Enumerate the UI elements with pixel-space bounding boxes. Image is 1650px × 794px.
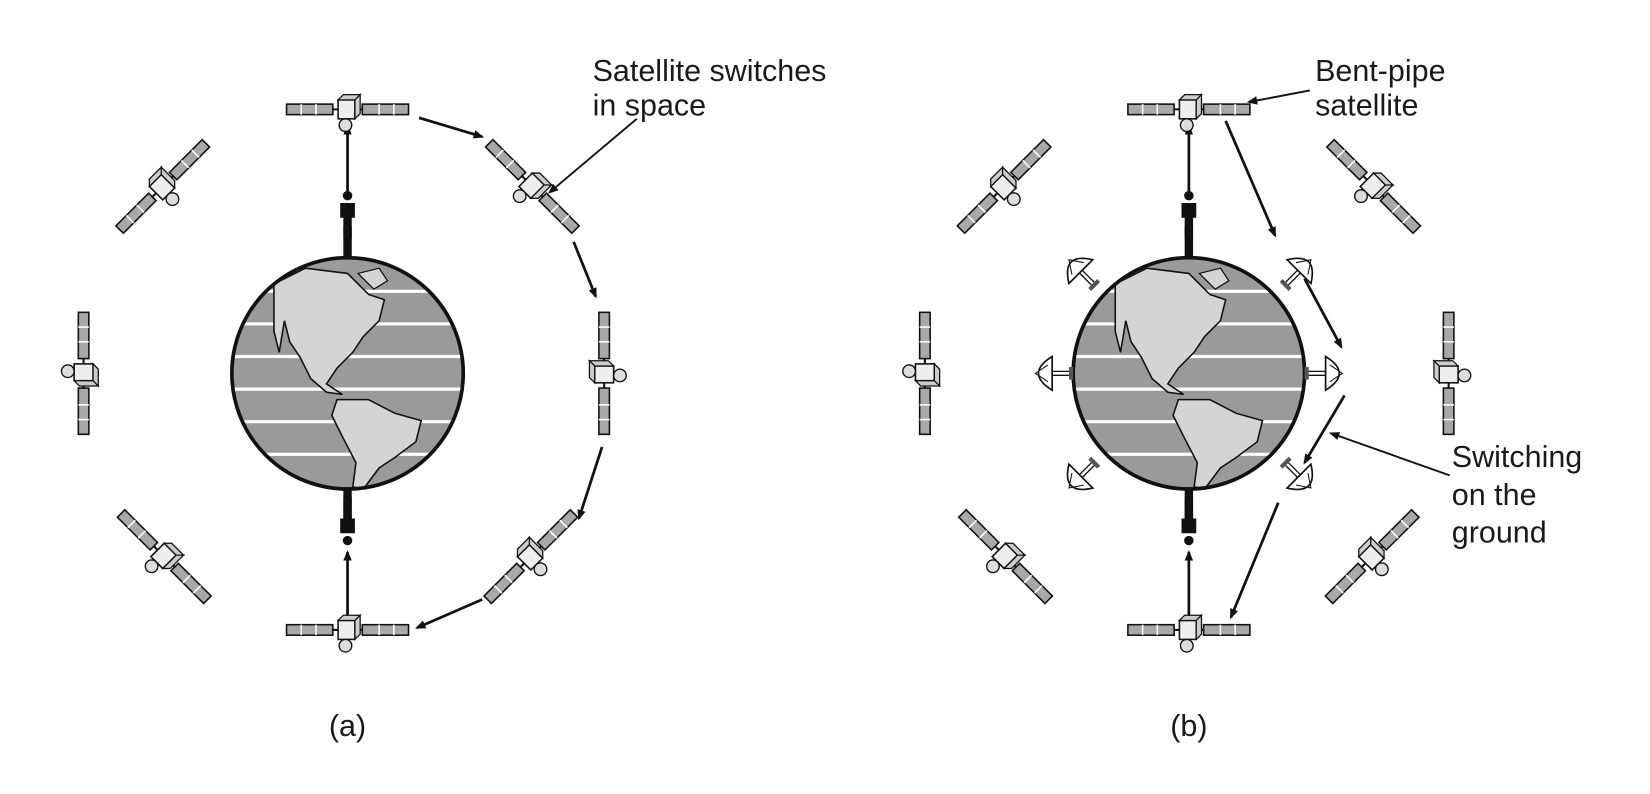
uplink-stub <box>1184 226 1194 258</box>
annotation-satellite-switches: Satellite switches in space <box>593 54 835 123</box>
dish-antenna-icon <box>1272 449 1323 500</box>
user-bottom-icon <box>1181 497 1197 546</box>
dish-antenna-icon <box>1035 357 1073 391</box>
annotation-pointer <box>1328 432 1450 477</box>
annotation-pointer <box>547 118 638 194</box>
annotation-bent-pipe: Bent-pipe satellite <box>1315 54 1454 123</box>
satellite-icon <box>588 311 628 436</box>
dish-antenna-icon <box>1272 248 1323 299</box>
earth-globe <box>1073 257 1305 490</box>
ground-switch-path <box>1224 120 1346 620</box>
satellite-icon <box>104 502 219 617</box>
satellite-icon <box>901 311 941 436</box>
panel-b: Bent-pipe satellite Switching on the gro… <box>901 54 1591 743</box>
satellite-icon <box>108 131 223 247</box>
user-bottom-icon <box>340 497 355 546</box>
satellite-icon <box>949 131 1064 247</box>
dish-antenna-icon <box>1057 449 1108 500</box>
satellite-icon <box>285 614 410 654</box>
caption-a: (a) <box>329 709 366 743</box>
earth-globe <box>231 257 464 490</box>
annotation-switching-ground: Switching on the ground <box>1452 440 1591 550</box>
satellite-icon <box>1126 93 1251 133</box>
satellite-icon <box>1126 614 1251 654</box>
space-switch-path <box>415 116 604 630</box>
satellite-icon <box>1317 502 1432 617</box>
satellite-icon <box>1432 311 1472 436</box>
user-top-icon <box>1181 190 1197 239</box>
satellite-icon <box>60 311 100 436</box>
satellite-icon <box>476 502 591 617</box>
panel-a: Satellite switches in space (a) <box>60 54 835 743</box>
caption-b: (b) <box>1170 709 1207 743</box>
satellite-icon <box>945 502 1061 617</box>
annotation-pointer <box>1246 89 1310 105</box>
user-top-icon <box>340 190 355 239</box>
dish-antenna-icon <box>1057 248 1108 299</box>
satellite-icon <box>285 93 410 133</box>
uplink-stub <box>343 226 352 258</box>
satellite-icon <box>1313 131 1429 247</box>
satellite-icon <box>472 131 587 247</box>
dish-antenna-icon <box>1305 357 1343 391</box>
